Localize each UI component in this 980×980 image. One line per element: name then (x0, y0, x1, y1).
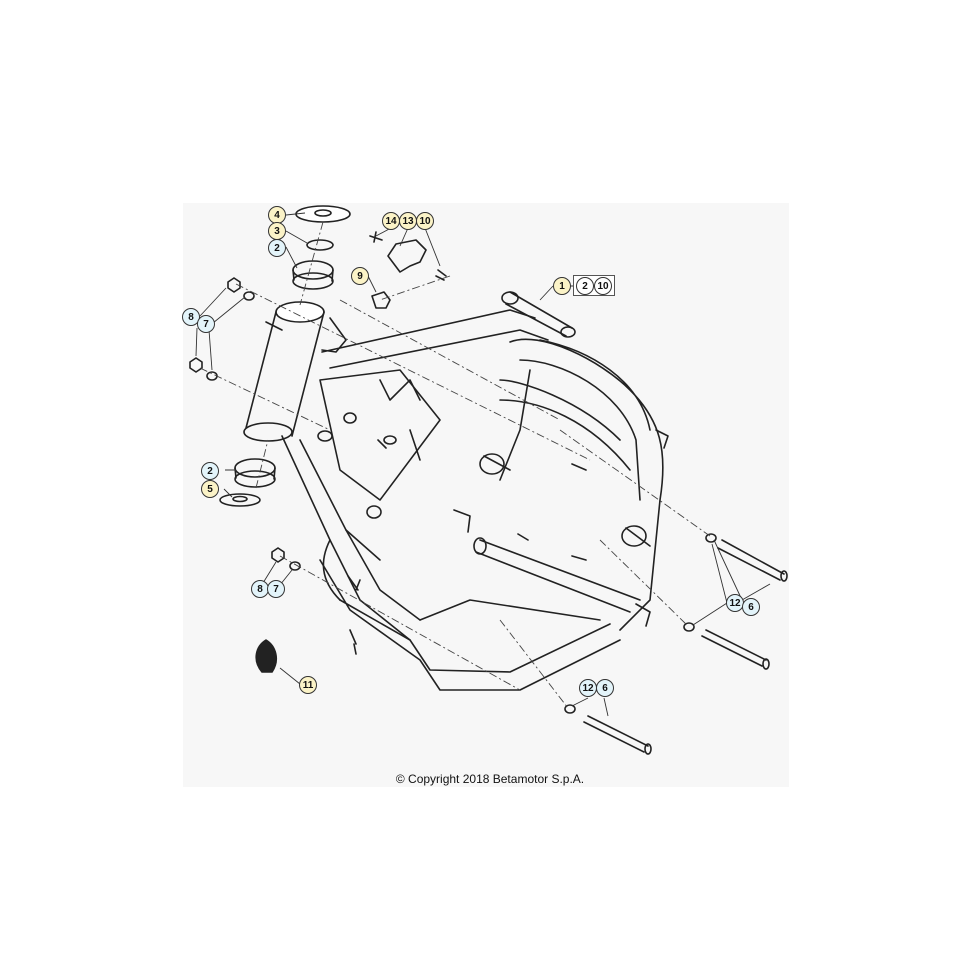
callout-1-ref-10: 10 (594, 277, 612, 295)
top-washer (295, 205, 351, 223)
callout-7-top: 7 (197, 315, 215, 333)
callout-2-bottom: 2 (201, 462, 219, 480)
callout-6-lower: 6 (596, 679, 614, 697)
callout-1-ref-2: 2 (576, 277, 594, 295)
lower-cradle (319, 559, 621, 691)
callout-13: 13 (399, 212, 417, 230)
lower-seal (219, 493, 261, 507)
callout-1: 1 (553, 277, 571, 295)
bolt-upper (705, 533, 788, 582)
lower-bearing (234, 458, 276, 488)
side-plate (319, 369, 441, 501)
callout-2-top: 2 (268, 239, 286, 257)
callout-9: 9 (351, 267, 369, 285)
clamp-part (255, 639, 278, 673)
rear-loop (509, 338, 664, 631)
bolt-lower (564, 704, 652, 755)
callout-12-upper: 12 (726, 594, 744, 612)
callout-14: 14 (382, 212, 400, 230)
upper-bearing (292, 260, 334, 290)
copyright-text: © Copyright 2018 Betamotor S.p.A. (395, 772, 585, 786)
top-rail (321, 309, 549, 369)
callout-5: 5 (201, 480, 219, 498)
cross-tube (501, 291, 576, 338)
callout-3: 3 (268, 222, 286, 240)
callout-7-mid: 7 (267, 580, 285, 598)
callout-10: 10 (416, 212, 434, 230)
callout-6-upper: 6 (742, 598, 760, 616)
bolt-middle (683, 622, 770, 670)
dust-seal (306, 239, 334, 251)
clip-part (371, 291, 391, 309)
bracket (387, 239, 427, 273)
down-tube (281, 435, 421, 641)
callout-12-lower: 12 (579, 679, 597, 697)
callout-11: 11 (299, 676, 317, 694)
steering-head-tube (243, 301, 347, 442)
callout-8-mid: 8 (251, 580, 269, 598)
